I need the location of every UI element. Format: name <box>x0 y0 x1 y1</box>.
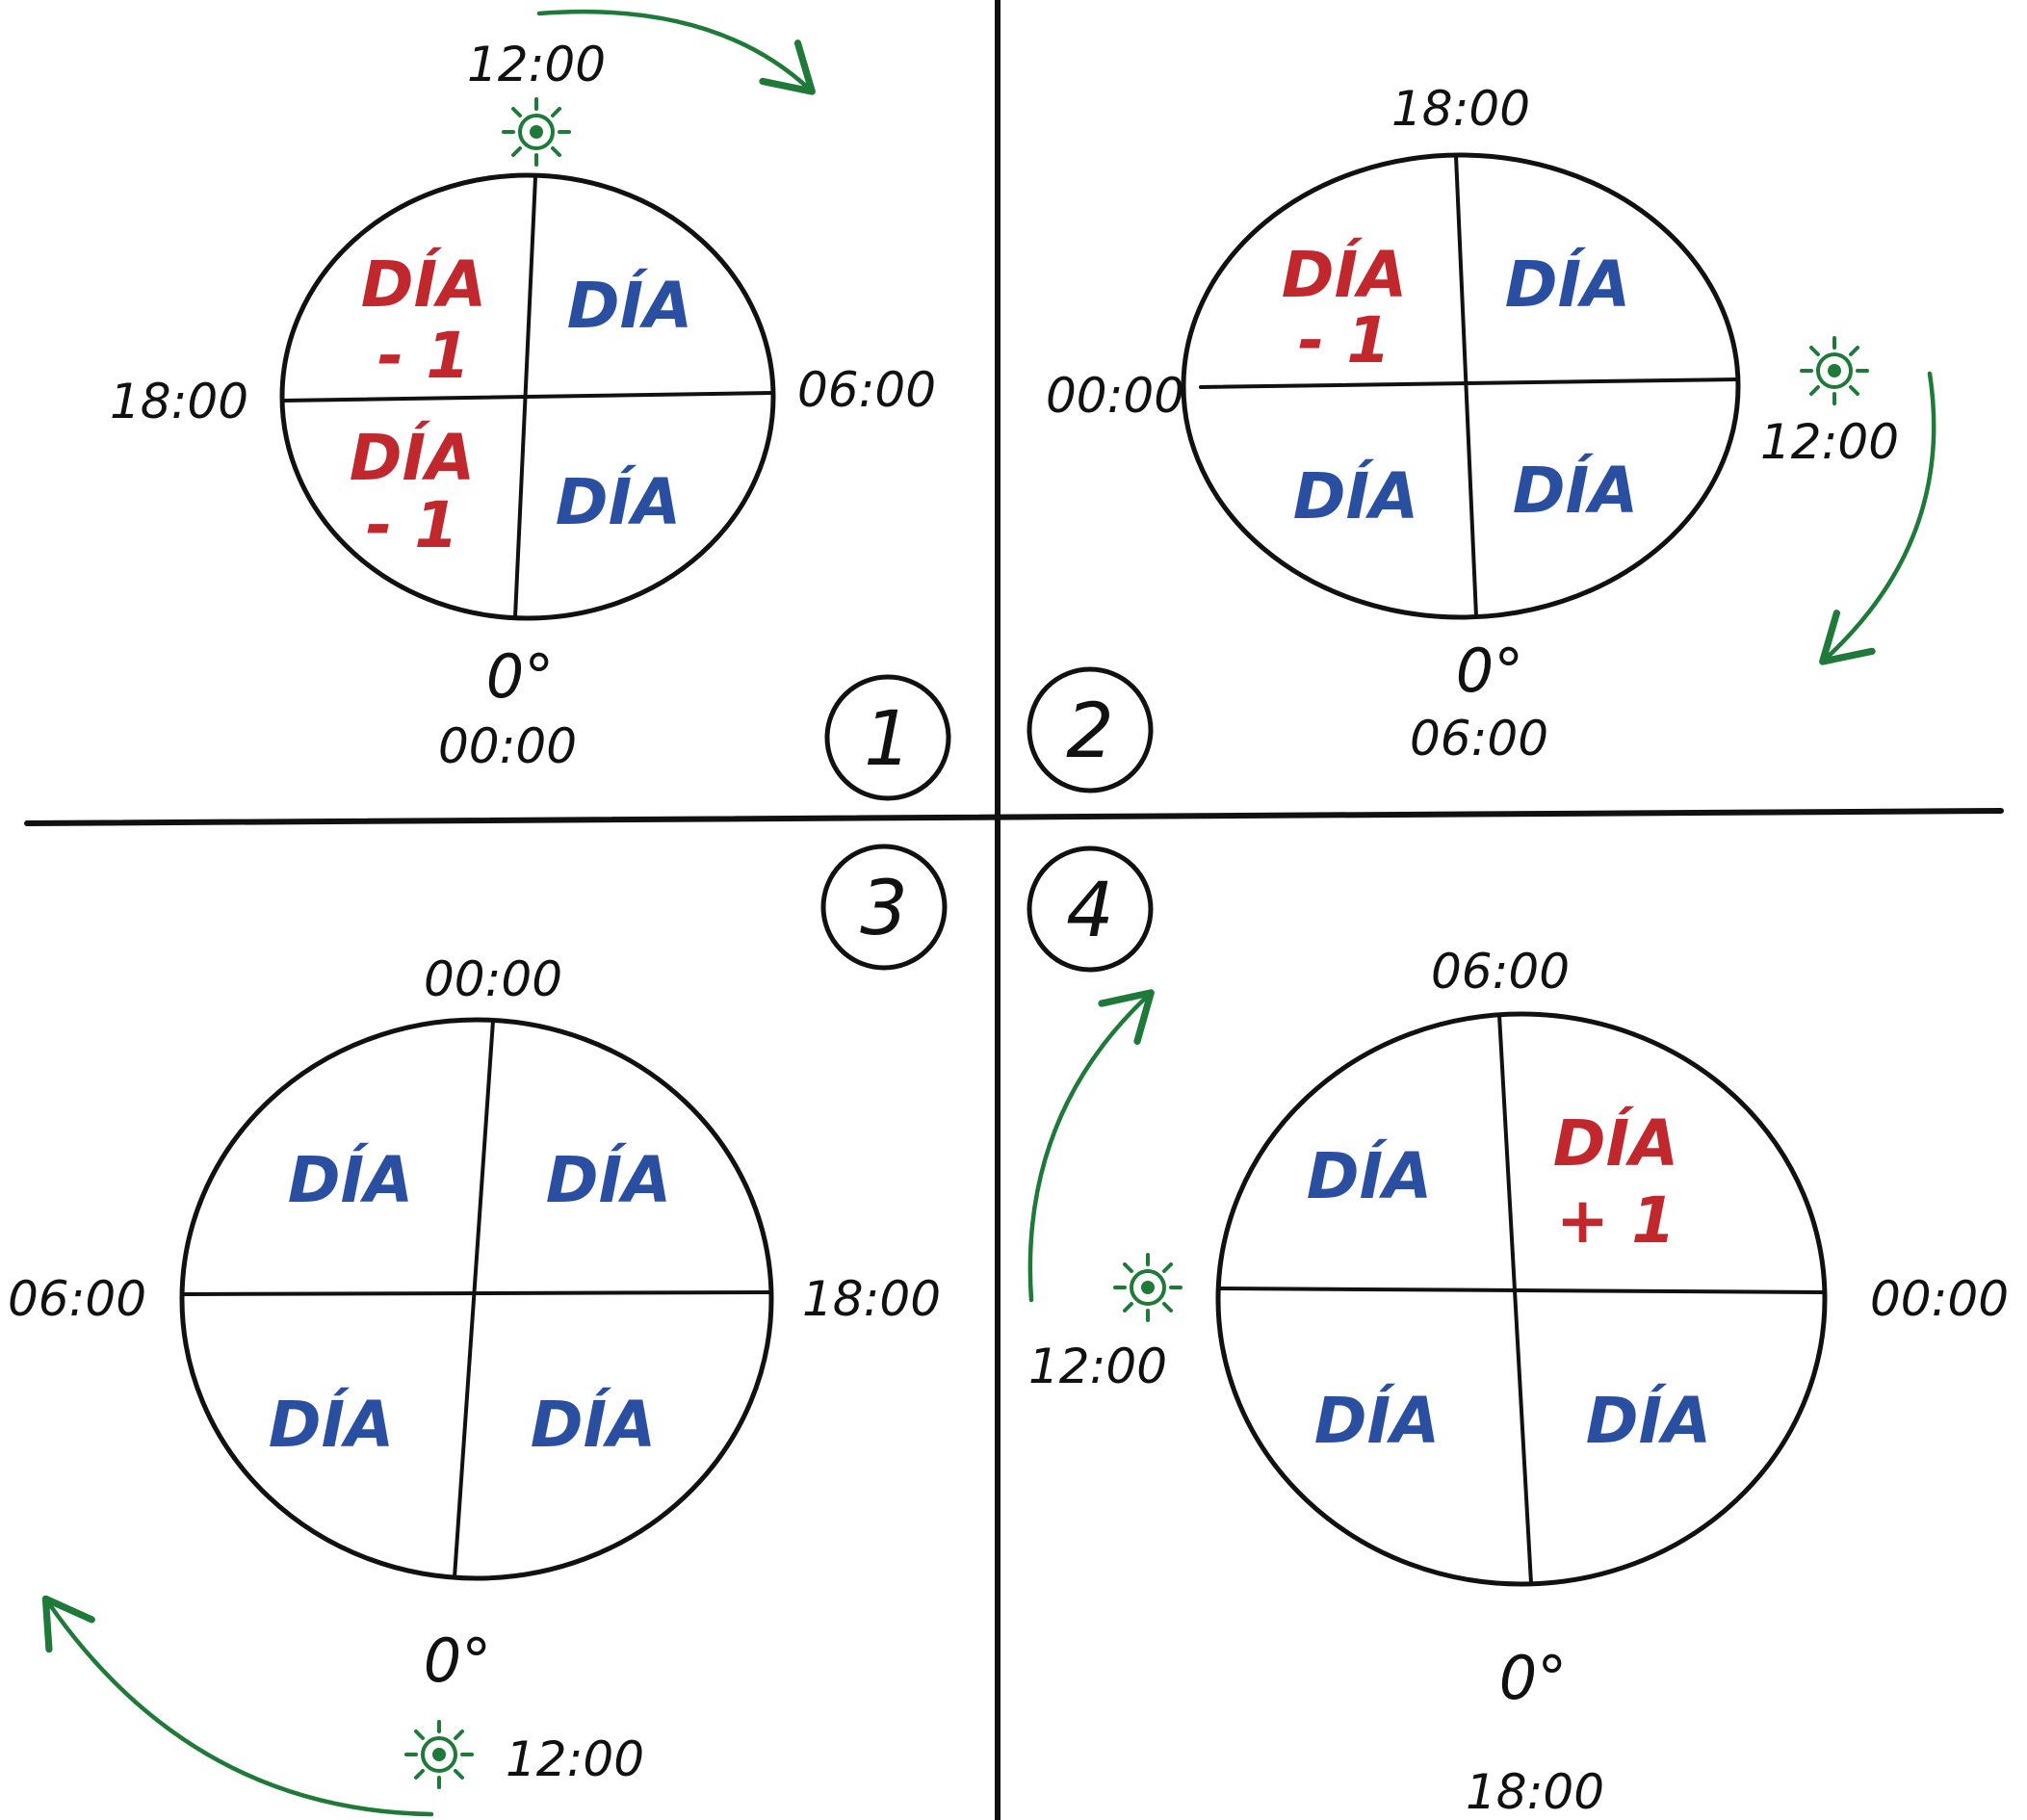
panel-4-time-right: 00:00 <box>1870 1271 2009 1327</box>
panel-3-quad-bl-line1: DÍA <box>269 1387 394 1462</box>
panel-2-quad-tl-line2: - 1 <box>1298 303 1390 377</box>
panel-2: 18:00 00:00 12:00 0° 06:00 DÍA - 1 DÍA D… <box>1026 81 1936 793</box>
panel-2-globe <box>1181 152 1741 620</box>
panel-1-quad-tl-line1: DÍA <box>361 247 486 322</box>
panel-2-time-right: 12:00 <box>1760 414 1899 470</box>
panel-2-quad-tl-line1: DÍA <box>1282 237 1407 312</box>
panel-4-time-top: 06:00 <box>1431 944 1570 1000</box>
sun-icon <box>1113 1253 1182 1322</box>
panel-1-degree: 0° <box>486 641 554 712</box>
panel-3-equator <box>183 1290 772 1296</box>
panel-2-rotation-arrow <box>1819 371 1936 665</box>
panel-1-rotation-arrow <box>536 9 816 95</box>
sun-icon <box>502 97 571 167</box>
panel-2-meridian <box>1454 154 1478 618</box>
panel-1-quad-bl-line1: DÍA <box>350 420 475 495</box>
panel-1-number-badge <box>824 674 951 801</box>
panel-3-meridian <box>453 1019 495 1579</box>
panel-1-quad-tr-line1: DÍA <box>567 268 692 343</box>
panel-3-number-badge <box>820 844 948 971</box>
panel-4-rotation-arrow <box>1027 989 1155 1303</box>
panel-1: 12:00 18:00 06:00 0° 00:00 DÍA - 1 DÍA D… <box>110 9 951 801</box>
panel-3-time-left: 06:00 <box>8 1271 146 1327</box>
panel-1-time-bottom: 00:00 <box>438 718 577 774</box>
panel-2-time-bottom: 06:00 <box>1410 711 1548 767</box>
panel-1-globe <box>279 172 776 621</box>
sun-icon <box>1800 336 1869 405</box>
panel-3: 00:00 06:00 18:00 0° 12:00 DÍA DÍA DÍA D… <box>8 844 948 1817</box>
panel-4-time-bottom: 18:00 <box>1466 1764 1604 1820</box>
panel-3-quad-tr-line1: DÍA <box>546 1142 671 1217</box>
panel-2-quad-bl-line1: DÍA <box>1293 458 1418 533</box>
panel-2-number: 2 <box>1066 689 1114 775</box>
panel-4-degree: 0° <box>1499 1643 1567 1713</box>
panel-2-number-badge <box>1026 666 1154 793</box>
panel-2-time-left: 00:00 <box>1046 368 1184 424</box>
panel-4-equator <box>1217 1287 1824 1294</box>
panel-4-globe <box>1215 1011 1828 1587</box>
panel-4-number-badge <box>1026 845 1154 973</box>
panel-1-time-right: 06:00 <box>797 362 936 418</box>
sun-icon <box>404 1720 474 1789</box>
panel-2-degree: 0° <box>1456 636 1523 706</box>
panel-1-quad-bl-line2: - 1 <box>366 488 458 562</box>
panel-4-meridian <box>1497 1013 1533 1585</box>
panel-4-quad-bl-line1: DÍA <box>1314 1383 1440 1458</box>
panel-1-quad-br-line1: DÍA <box>556 464 681 539</box>
panel-2-quad-tr-line1: DÍA <box>1505 247 1630 322</box>
panel-4-quad-tr-line1: DÍA <box>1553 1105 1678 1181</box>
panel-4-quad-tr-line2: + 1 <box>1556 1183 1676 1258</box>
panel-3-rotation-arrow <box>41 1595 434 1817</box>
panel-3-quad-tl-line1: DÍA <box>288 1142 413 1217</box>
panel-2-time-top: 18:00 <box>1391 81 1530 137</box>
panel-3-globe <box>179 1017 774 1581</box>
panel-4-number: 4 <box>1066 868 1114 954</box>
panel-3-time-bottom: 12:00 <box>506 1731 644 1787</box>
panel-1-time-left: 18:00 <box>110 374 248 429</box>
panel-4-quad-tl-line1: DÍA <box>1307 1138 1432 1213</box>
panel-3-time-right: 18:00 <box>802 1271 941 1327</box>
panel-3-degree: 0° <box>424 1625 491 1696</box>
panel-1-quad-tl-line2: - 1 <box>377 319 470 393</box>
panel-3-number: 3 <box>860 866 908 952</box>
panel-4-time-left: 12:00 <box>1028 1339 1167 1394</box>
panel-1-equator <box>281 391 774 403</box>
panel-2-quad-br-line1: DÍA <box>1513 453 1638 528</box>
panel-1-number: 1 <box>864 696 912 783</box>
panel-4: 06:00 00:00 0° 18:00 12:00 DÍA DÍA + 1 D… <box>1026 845 2009 1820</box>
panel-4-quad-br-line1: DÍA <box>1586 1383 1711 1458</box>
panel-1-time-top: 12:00 <box>467 37 606 92</box>
panel-3-time-top: 00:00 <box>424 951 562 1007</box>
divider-horizontal <box>24 808 2004 826</box>
panel-3-quad-br-line1: DÍA <box>531 1387 656 1462</box>
panel-2-equator <box>1199 377 1738 389</box>
